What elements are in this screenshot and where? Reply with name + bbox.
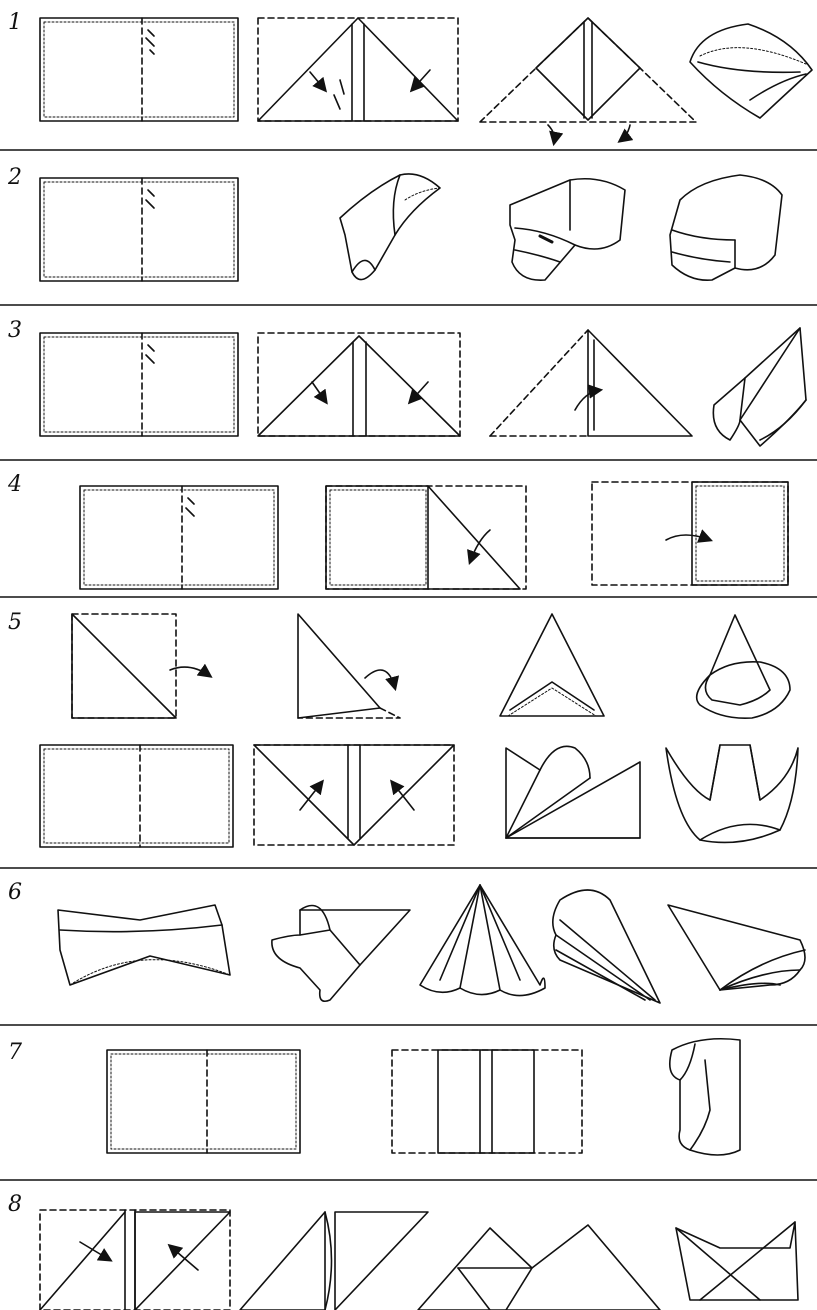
row-2-step-c: [510, 179, 625, 280]
row-1-step-a: [40, 18, 238, 121]
row-7-step-c: [670, 1039, 740, 1155]
row-6-step-e: [668, 905, 805, 990]
row-5-step-b: [298, 614, 400, 718]
row-6-step-b: [272, 906, 410, 1002]
row-5-step-h: [666, 745, 798, 842]
row-5-step-g: [506, 746, 640, 838]
row-4-step-b: [326, 486, 526, 589]
row-3-step-c: [490, 330, 692, 436]
row-1-step-b: [258, 18, 458, 121]
row-7-step-b: [392, 1050, 582, 1153]
row-8-step-b: [240, 1212, 428, 1310]
row-5-step-c: [500, 614, 604, 716]
row-6-step-c: [420, 885, 545, 996]
row-3-step-a: [40, 333, 238, 436]
row-4-step-a: [80, 486, 278, 589]
row-1-step-c: [480, 18, 696, 143]
row-2-step-b: [340, 174, 440, 280]
row-7-step-a: [107, 1050, 300, 1153]
row-5-step-a: [72, 614, 210, 718]
row-8-step-a: [40, 1210, 230, 1310]
row-3-step-b: [258, 333, 460, 436]
row-4-step-c: [592, 482, 788, 585]
row-2-step-a: [40, 178, 238, 281]
row-5-step-d: [697, 615, 790, 718]
row-2-step-d: [670, 175, 782, 280]
row-5-step-e: [40, 745, 233, 847]
row-3-step-d: [713, 328, 806, 446]
row-8-step-c: [418, 1225, 660, 1310]
row-6-step-a: [58, 905, 230, 985]
row-8-step-d: [676, 1222, 798, 1300]
row-1-step-d: [690, 24, 812, 118]
row-5-step-f: [254, 745, 454, 845]
row-6-step-d: [553, 890, 660, 1003]
